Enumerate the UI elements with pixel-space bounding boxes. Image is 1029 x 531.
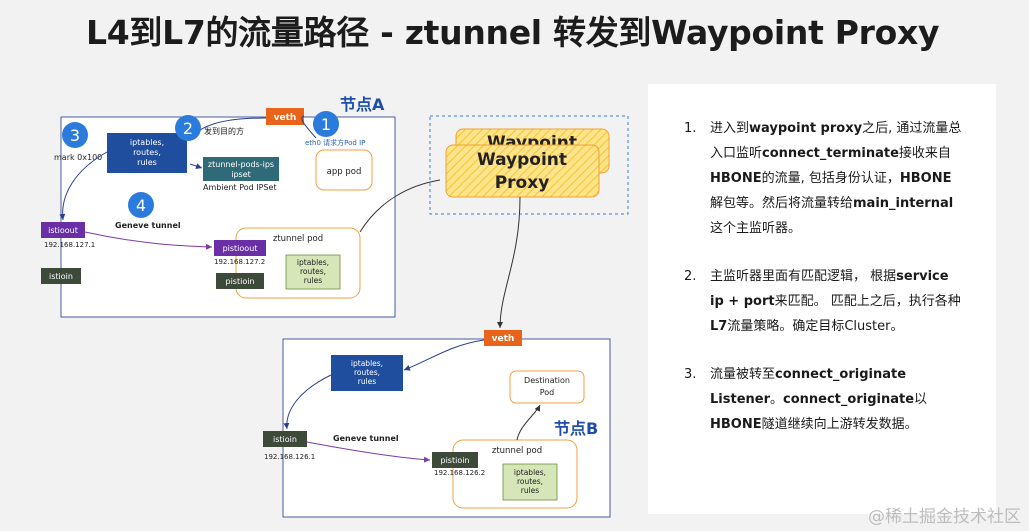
ambient-ipset-label: Ambient Pod IPSet: [203, 183, 277, 192]
badge-3: [62, 122, 88, 148]
istioout-label: istioout: [48, 226, 78, 235]
pistioin-a-iface: [216, 273, 264, 289]
veth-a: [266, 108, 304, 125]
iptables-a-line2: routes,: [133, 148, 161, 157]
step2-label: 发到目的方: [204, 126, 244, 136]
badge-4: [128, 192, 154, 218]
pistioin-b-ip: 192.168.126.2: [434, 469, 485, 477]
app-pod-label: app pod: [327, 167, 362, 177]
zt-iptables-a-line1: iptables,: [297, 258, 329, 267]
ipset-box: [203, 157, 279, 181]
zt-iptables-a-line2: routes,: [300, 267, 326, 276]
node-a-label: 节点A: [340, 95, 385, 114]
step-1-num: 1.: [684, 121, 697, 136]
iptables-b-line2: routes,: [354, 368, 380, 377]
steps-panel: 1. 进入到waypoint proxy之后, 通过流量总入口监听connect…: [648, 84, 996, 514]
badge-4-text: 4: [136, 196, 146, 215]
node-b-label: 节点B: [554, 419, 598, 438]
pistioout-ip: 192.168.127.2: [214, 258, 265, 266]
badge-1: [313, 111, 339, 137]
ztunnel-pod-a-label: ztunnel pod: [273, 234, 323, 244]
step-2: 2. 主监听器里面有匹配逻辑， 根据service ip + port来匹配。 …: [684, 264, 964, 339]
veth-a-label: veth: [274, 113, 297, 123]
zt-iptables-a: [285, 254, 341, 290]
step-2-text: 主监听器里面有匹配逻辑， 根据service ip + port来匹配。 匹配上…: [710, 269, 961, 334]
iptables-b-line3: rules: [358, 377, 377, 386]
geneve-label-a: Geneve tunnel: [115, 221, 181, 230]
iptables-a-line3: rules: [137, 158, 157, 167]
pistioin-b-iface: [432, 452, 478, 468]
badge-3-text: 3: [70, 126, 80, 145]
page-title: L4到L7的流量路径 - ztunnel 转发到Waypoint Proxy: [86, 13, 940, 52]
mark-label: mark 0x100: [54, 153, 102, 162]
istioin-b-iface: [263, 431, 307, 447]
istioin-b-label: istioin: [273, 435, 297, 444]
step-1: 1. 进入到waypoint proxy之后, 通过流量总入口监听connect…: [684, 116, 964, 241]
zt-iptables-b: [502, 463, 558, 501]
istioin-a-iface: [41, 268, 81, 284]
waypoint-front-line2: Proxy: [495, 173, 550, 193]
step-1-text: 进入到waypoint proxy之后, 通过流量总入口监听connect_te…: [710, 121, 962, 236]
iptables-b-line1: iptables,: [351, 359, 383, 368]
geneve-label-b: Geneve tunnel: [333, 434, 399, 443]
iptables-a-line1: iptables,: [130, 138, 164, 147]
app-pod: [315, 149, 373, 191]
watermark: @稀土掘金技术社区: [868, 507, 1021, 527]
zt-iptables-b-line3: rules: [521, 486, 540, 495]
badge-1-text: 1: [321, 115, 331, 134]
pistioout-iface: [214, 240, 266, 256]
ztunnel-pod-b-label: ztunnel pod: [492, 446, 542, 456]
step-2-num: 2.: [684, 269, 697, 284]
istioout-ip: 192.168.127.1: [44, 241, 95, 249]
pistioin-a-label: pistioin: [225, 277, 254, 286]
waypoint-front-line1: Waypoint: [477, 150, 567, 170]
zt-iptables-b-line2: routes,: [517, 477, 543, 486]
step-3-num: 3.: [684, 367, 697, 382]
veth-b: [484, 330, 522, 346]
badge-2-text: 2: [183, 119, 193, 138]
ipset-line2: ipset: [231, 170, 251, 179]
waypoint-front: [445, 144, 600, 198]
destination-pod-line2: Pod: [540, 388, 555, 397]
zt-iptables-b-line1: iptables,: [514, 468, 546, 477]
istioin-a-label: istioin: [49, 272, 73, 281]
veth-b-label: veth: [492, 334, 515, 344]
istioout-iface: [41, 222, 85, 238]
eth0-label: eth0 请求方Pod IP: [305, 138, 365, 147]
waypoint-container: [429, 115, 629, 215]
ipset-line1: ztunnel-pods-ips: [208, 160, 274, 169]
traffic-diagram: 节点A veth eth0 请求方Pod IP app pod iptables…: [41, 95, 629, 518]
iptables-b: [331, 355, 403, 391]
destination-pod: [509, 370, 585, 404]
badge-2: [175, 115, 201, 141]
step-3-text: 流量被转至connect_originate Listener。connect_…: [710, 367, 928, 432]
pistioout-label: pistioout: [223, 244, 258, 253]
step-3: 3. 流量被转至connect_originate Listener。conne…: [684, 362, 964, 437]
iptables-a: [107, 133, 187, 173]
istioin-b-ip: 192.168.126.1: [264, 453, 315, 461]
zt-iptables-a-line3: rules: [304, 276, 323, 285]
pistioin-b-label: pistioin: [440, 456, 469, 465]
destination-pod-line1: Destination: [524, 376, 570, 385]
